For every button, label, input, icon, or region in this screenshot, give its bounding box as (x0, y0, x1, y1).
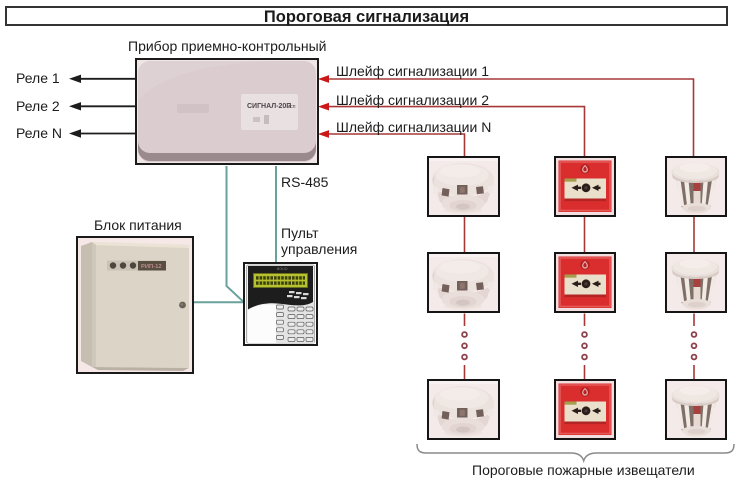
svg-text:РИП-12: РИП-12 (141, 264, 162, 270)
svg-text:BOLID: BOLID (277, 267, 288, 271)
svg-text:СИГНАЛ-20П: СИГНАЛ-20П (247, 103, 291, 110)
svg-text:исп: исп (288, 104, 296, 110)
